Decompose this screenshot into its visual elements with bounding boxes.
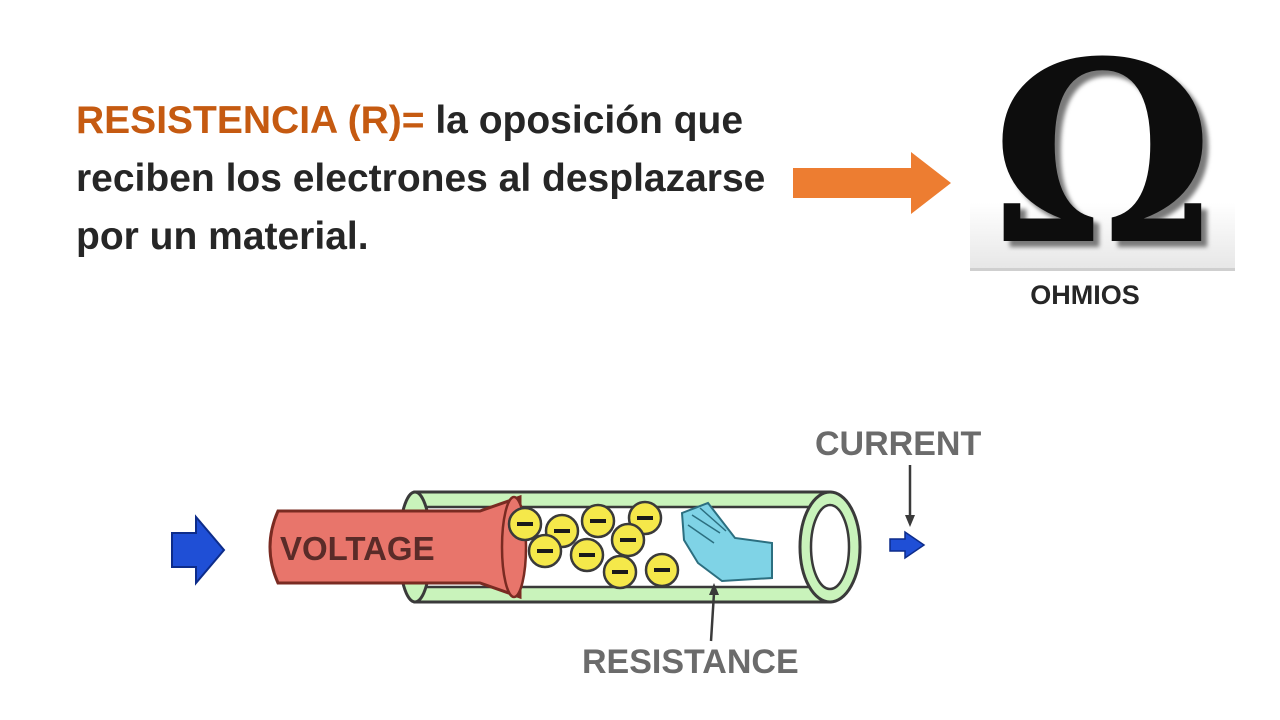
omega-icon: Ω <box>991 6 1214 300</box>
electron-charge-signs <box>517 516 670 574</box>
resistance-pointer <box>709 592 716 642</box>
resistance-definition: RESISTENCIA (R)= la oposición que recibe… <box>76 92 776 266</box>
unit-label: OHMIOS <box>1030 280 1140 310</box>
right-arrow-icon <box>793 152 951 214</box>
resistance-diagram: VOLTAGE CURRENT RESISTANCE <box>171 425 981 681</box>
current-flow-arrow-icon <box>889 530 926 560</box>
hand-icon <box>680 501 773 583</box>
ohm-symbol-panel: Ω <box>970 28 1235 278</box>
current-label: CURRENT <box>815 425 981 463</box>
voltage-label: VOLTAGE <box>280 530 435 567</box>
voltage-flow-arrow-icon <box>171 514 226 586</box>
definition-term: RESISTENCIA (R)= <box>76 99 425 142</box>
definition-text: la oposición que reciben los electrones … <box>76 99 766 258</box>
resistance-label: RESISTANCE <box>582 643 799 681</box>
